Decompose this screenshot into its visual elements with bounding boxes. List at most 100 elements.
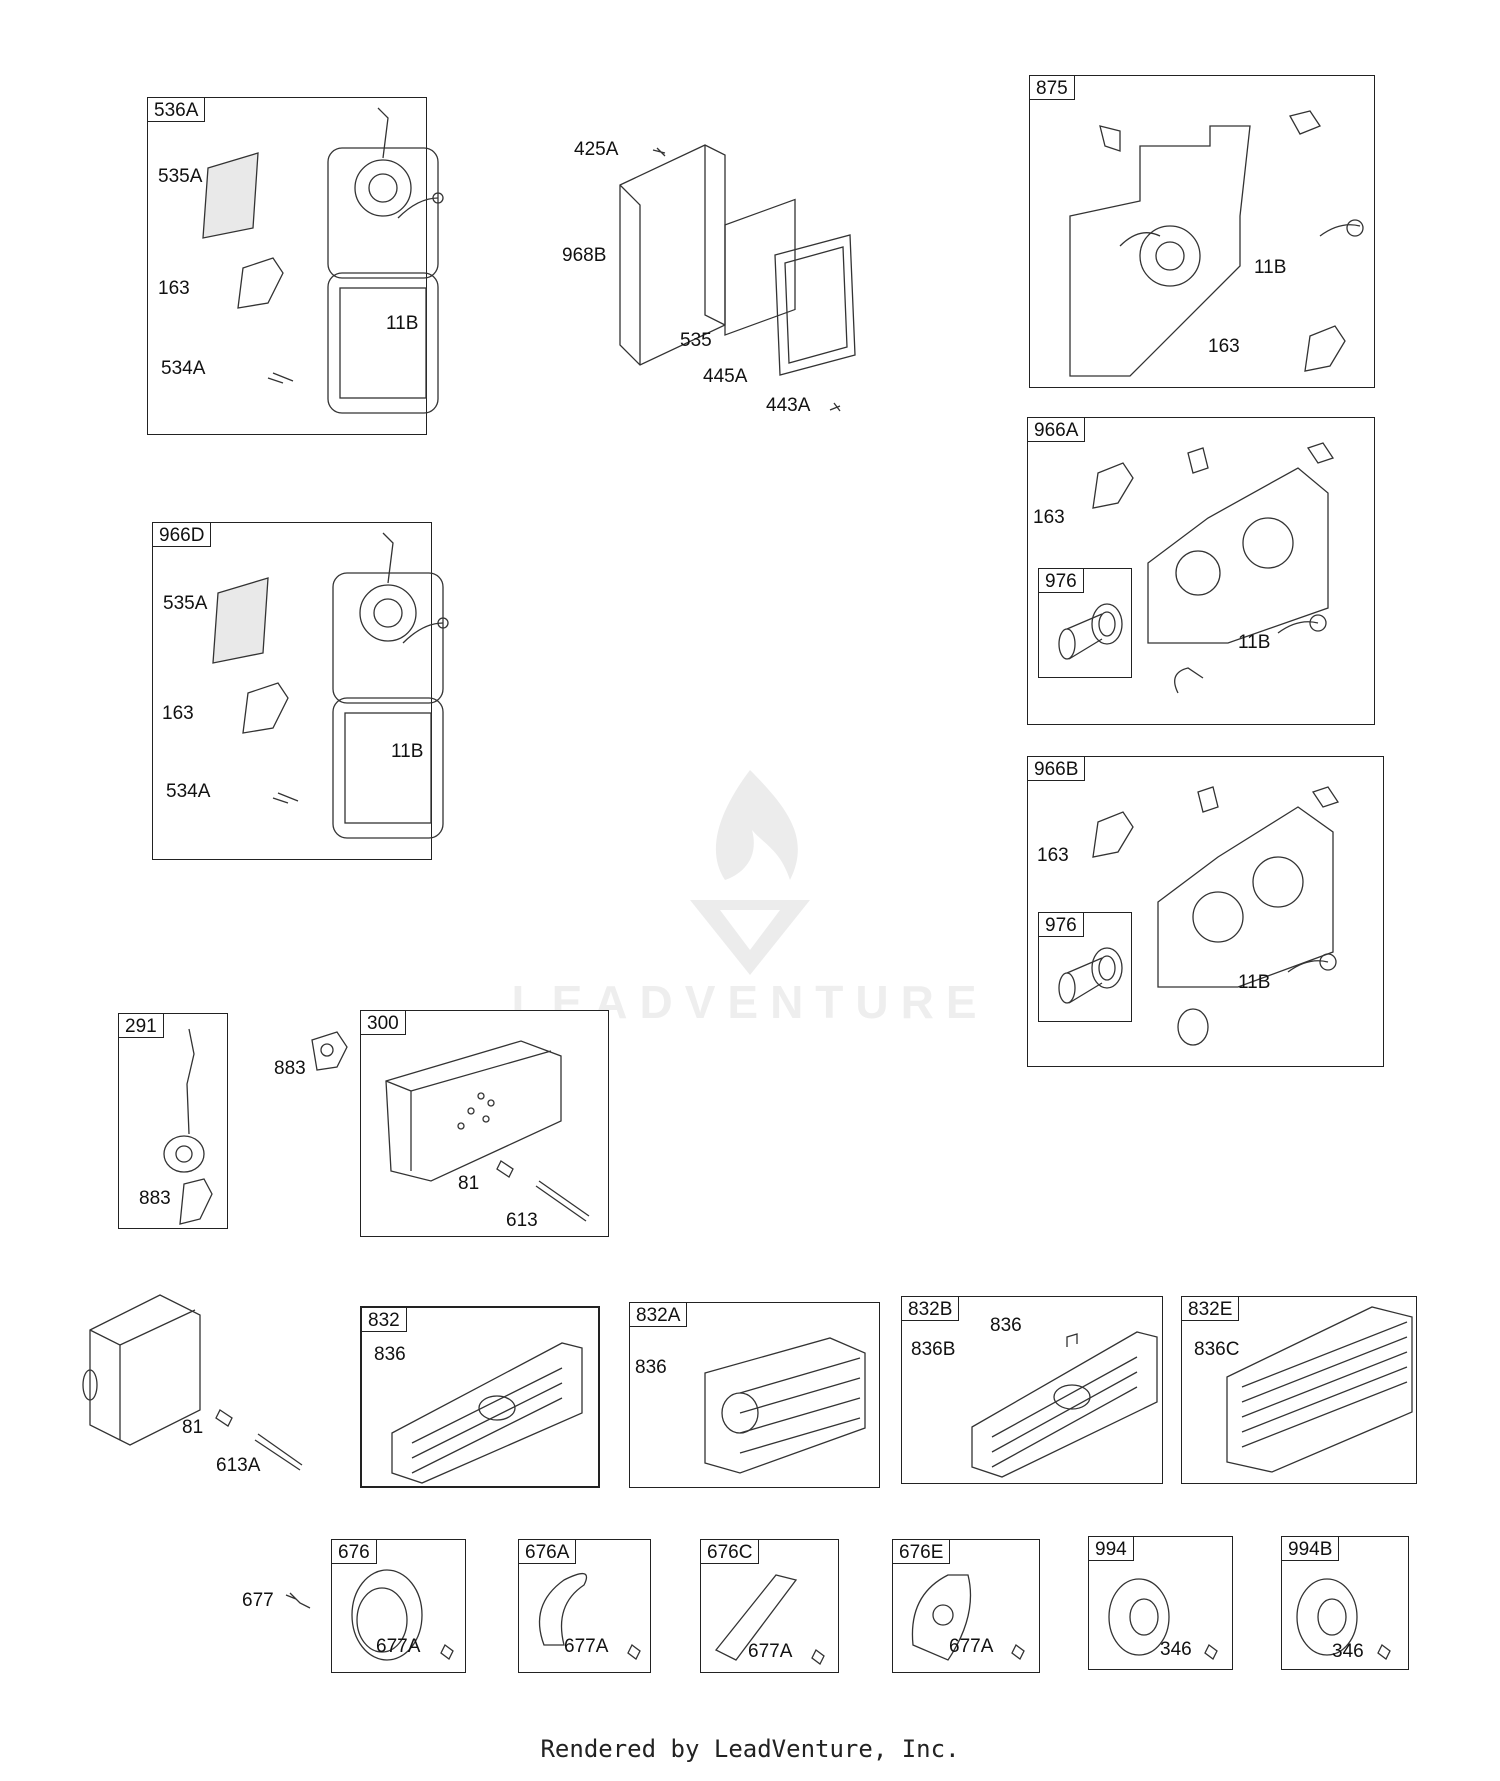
footer-credit: Rendered by LeadVenture, Inc. <box>540 1735 960 1763</box>
screw-illustration <box>285 1592 311 1609</box>
assembly-tag: 536A <box>147 97 206 122</box>
assembly-tag: 966B <box>1027 756 1086 781</box>
assembly-976-subbox: 976 <box>1038 568 1132 678</box>
muffler-guard-illustration <box>391 1342 583 1484</box>
assembly-832B-box: 832B 836 836B <box>901 1296 1163 1484</box>
part-label: 163 <box>1037 845 1069 866</box>
muffler-air-cleaner-illustration <box>212 532 449 839</box>
gasket-bracket-illustration <box>163 1028 213 1225</box>
part-label: 836B <box>911 1339 956 1360</box>
part-label: 163 <box>1208 336 1240 357</box>
part-label: 534A <box>166 781 211 802</box>
muffler-guard-illustration <box>704 1337 866 1474</box>
part-label: 11B <box>1238 972 1271 993</box>
assembly-tag: 300 <box>360 1010 406 1035</box>
part-label: 535 <box>680 330 712 351</box>
part-label: 11B <box>1254 257 1287 278</box>
part-label: 613 <box>506 1210 538 1231</box>
part-label: 11B <box>1238 632 1271 653</box>
assembly-tag: 994B <box>1281 1536 1340 1561</box>
assembly-832E-box: 832E 836C <box>1181 1296 1417 1484</box>
assembly-994-box: 994 346 <box>1088 1536 1233 1670</box>
part-label: 677A <box>564 1636 609 1657</box>
part-label: 677A <box>949 1636 994 1657</box>
part-label: 445A <box>703 366 748 387</box>
spark-arrestor-illustration <box>1296 1578 1391 1660</box>
leadventure-watermark-logo: LEADVENTURE <box>490 760 1010 1030</box>
part-label: 163 <box>158 278 190 299</box>
muffler-air-cleaner-illustration <box>202 107 444 414</box>
assembly-tag: 676 <box>331 1539 377 1564</box>
assembly-832A-box: 832A 836 <box>629 1302 880 1488</box>
assembly-tag: 832B <box>901 1296 960 1321</box>
part-label: 883 <box>139 1188 171 1209</box>
assembly-676E-box: 676E 677A <box>892 1539 1040 1673</box>
carburetor-illustration <box>1092 442 1335 694</box>
part-label: 613A <box>216 1455 261 1476</box>
assembly-676-box: 676 677A <box>331 1539 466 1673</box>
part-label: 883 <box>274 1058 306 1079</box>
part-label: 836 <box>990 1315 1022 1336</box>
assembly-536A-box: 536A 535A 163 11B 534A <box>147 97 444 435</box>
assembly-tag: 875 <box>1029 75 1075 100</box>
assembly-tag: 832 <box>361 1307 407 1332</box>
muffler-illustration <box>385 1040 590 1222</box>
deflector-illustration <box>538 1573 641 1660</box>
assembly-676C-box: 676C 677A <box>700 1539 839 1673</box>
part-label: 163 <box>1033 507 1065 528</box>
part-label: 836C <box>1194 1339 1240 1360</box>
intake-elbow-illustration <box>1058 947 1123 1004</box>
part-label: 81 <box>182 1417 204 1438</box>
assembly-676A-box: 676A 677A <box>518 1539 651 1673</box>
deflector-illustration <box>351 1569 454 1661</box>
part-label: 346 <box>1160 1639 1192 1660</box>
part-label: 836 <box>635 1357 667 1378</box>
intake-elbow-illustration <box>1058 603 1123 660</box>
carburetor-illustration <box>1092 786 1340 1046</box>
gasket-illustration <box>311 1031 348 1071</box>
muffler-guard-illustration <box>971 1331 1158 1478</box>
assembly-976-subbox: 976 <box>1038 912 1132 1022</box>
assembly-832-box: 832 836 <box>360 1306 600 1488</box>
deflector-illustration <box>714 1574 825 1665</box>
assembly-tag: 832E <box>1181 1296 1240 1321</box>
assembly-tag: 676E <box>892 1539 951 1564</box>
part-label: 11B <box>391 741 424 762</box>
assembly-966D-box: 966D 535A 163 11B 534A <box>152 522 449 860</box>
part-label: 443A <box>766 395 811 416</box>
assembly-875-box: 875 11B 163 <box>1029 75 1375 388</box>
part-label: 81 <box>458 1173 480 1194</box>
assembly-tag: 976 <box>1038 912 1084 937</box>
part-label: 535A <box>163 593 208 614</box>
part-label: 425A <box>574 139 619 160</box>
air-cleaner-illustration <box>619 144 856 412</box>
deflector-illustration <box>911 1574 1025 1661</box>
part-label: 163 <box>162 703 194 724</box>
assembly-tag: 676A <box>518 1539 577 1564</box>
carburetor-illustration <box>1069 110 1364 377</box>
assembly-966B-box: 966B 976 163 11B <box>1027 756 1384 1067</box>
assembly-tag: 291 <box>118 1013 164 1038</box>
assembly-966A-box: 966A 976 163 11B <box>1027 417 1375 725</box>
part-label: 535A <box>158 166 203 187</box>
part-label: 677A <box>748 1641 793 1662</box>
assembly-291-box: 291 883 <box>118 1013 228 1229</box>
assembly-994B-box: 994B 346 <box>1281 1536 1409 1670</box>
part-label: 11B <box>386 313 419 334</box>
assembly-tag: 832A <box>629 1302 688 1327</box>
assembly-tag: 994 <box>1088 1536 1134 1561</box>
muffler-guard-illustration <box>1226 1306 1413 1473</box>
part-label: 534A <box>161 358 206 379</box>
spark-arrestor-illustration <box>1108 1578 1218 1660</box>
assembly-tag: 676C <box>700 1539 760 1564</box>
part-label: 346 <box>1332 1641 1364 1662</box>
part-label: 968B <box>562 245 607 266</box>
part-label: 836 <box>374 1344 406 1365</box>
part-label: 677A <box>376 1636 421 1657</box>
assembly-tag: 966A <box>1027 417 1086 442</box>
assembly-300-box: 300 81 613 <box>360 1010 609 1237</box>
assembly-tag: 976 <box>1038 568 1084 593</box>
part-label: 677 <box>242 1590 274 1611</box>
muffler-illustration <box>82 1294 303 1471</box>
assembly-tag: 966D <box>152 522 212 547</box>
